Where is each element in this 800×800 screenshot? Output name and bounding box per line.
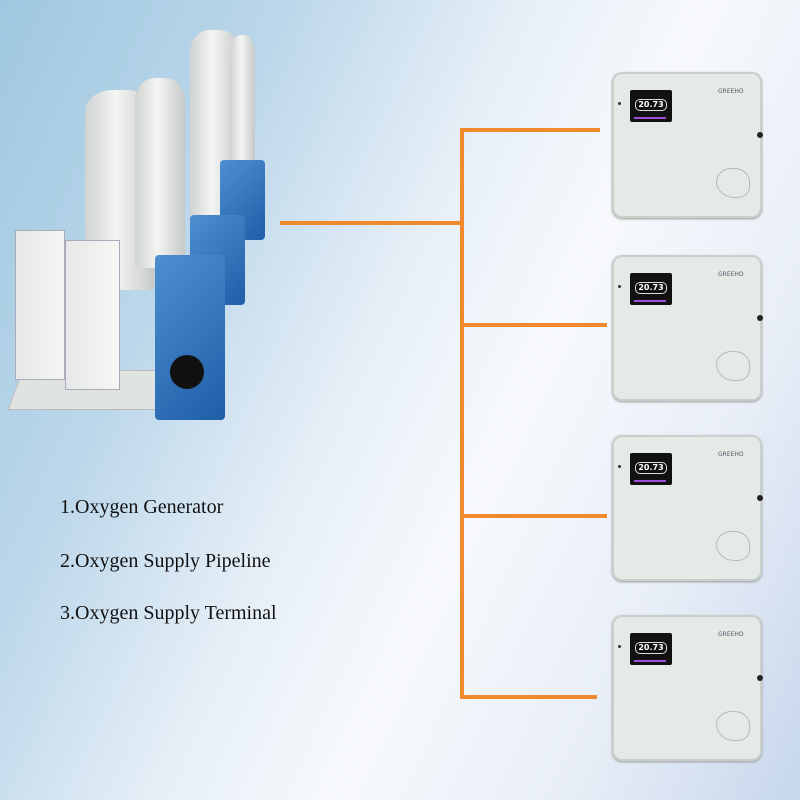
- brand-logo: GREEHO: [718, 451, 744, 458]
- pipeline-branch-4: [460, 695, 597, 699]
- lotus-decoration: [716, 168, 750, 198]
- pipeline-trunk: [460, 128, 464, 699]
- lotus-decoration: [716, 531, 750, 561]
- pipeline-branch-3: [460, 514, 607, 518]
- legend-item: 2.Oxygen Supply Pipeline: [60, 550, 271, 572]
- oxygen-terminal: 20.73 GREEHO: [612, 255, 763, 401]
- oxygen-generator: [7, 30, 280, 440]
- legend-item: 1.Oxygen Generator: [60, 496, 224, 518]
- lotus-decoration: [716, 351, 750, 381]
- terminal-screen: 20.73: [630, 633, 672, 665]
- main-pipeline: [280, 221, 463, 225]
- oxygen-reading: 20.73: [635, 642, 667, 654]
- knob[interactable]: [757, 315, 763, 321]
- tank: [135, 78, 185, 268]
- legend-item: 3.Oxygen Supply Terminal: [60, 602, 277, 624]
- dryer-unit: [15, 230, 65, 380]
- brand-logo: GREEHO: [718, 271, 744, 278]
- terminal-screen: 20.73: [630, 90, 672, 122]
- fan-icon: [170, 355, 204, 389]
- dryer-unit: [65, 240, 120, 390]
- pipeline-branch-2: [460, 323, 607, 327]
- knob[interactable]: [757, 495, 763, 501]
- brand-logo: GREEHO: [718, 88, 744, 95]
- knob[interactable]: [757, 132, 763, 138]
- pipeline-branch-1: [460, 128, 600, 132]
- oxygen-terminal: 20.73 GREEHO: [612, 72, 763, 218]
- brand-logo: GREEHO: [718, 631, 744, 638]
- compressor: [155, 255, 225, 420]
- oxygen-reading: 20.73: [635, 282, 667, 294]
- terminal-screen: 20.73: [630, 273, 672, 305]
- knob[interactable]: [757, 675, 763, 681]
- oxygen-reading: 20.73: [635, 462, 667, 474]
- terminal-screen: 20.73: [630, 453, 672, 485]
- indicator-led: [618, 645, 621, 648]
- oxygen-reading: 20.73: [635, 99, 667, 111]
- oxygen-terminal: 20.73 GREEHO: [612, 435, 763, 581]
- lotus-decoration: [716, 711, 750, 741]
- indicator-led: [618, 102, 621, 105]
- indicator-led: [618, 465, 621, 468]
- oxygen-terminal: 20.73 GREEHO: [612, 615, 763, 761]
- indicator-led: [618, 285, 621, 288]
